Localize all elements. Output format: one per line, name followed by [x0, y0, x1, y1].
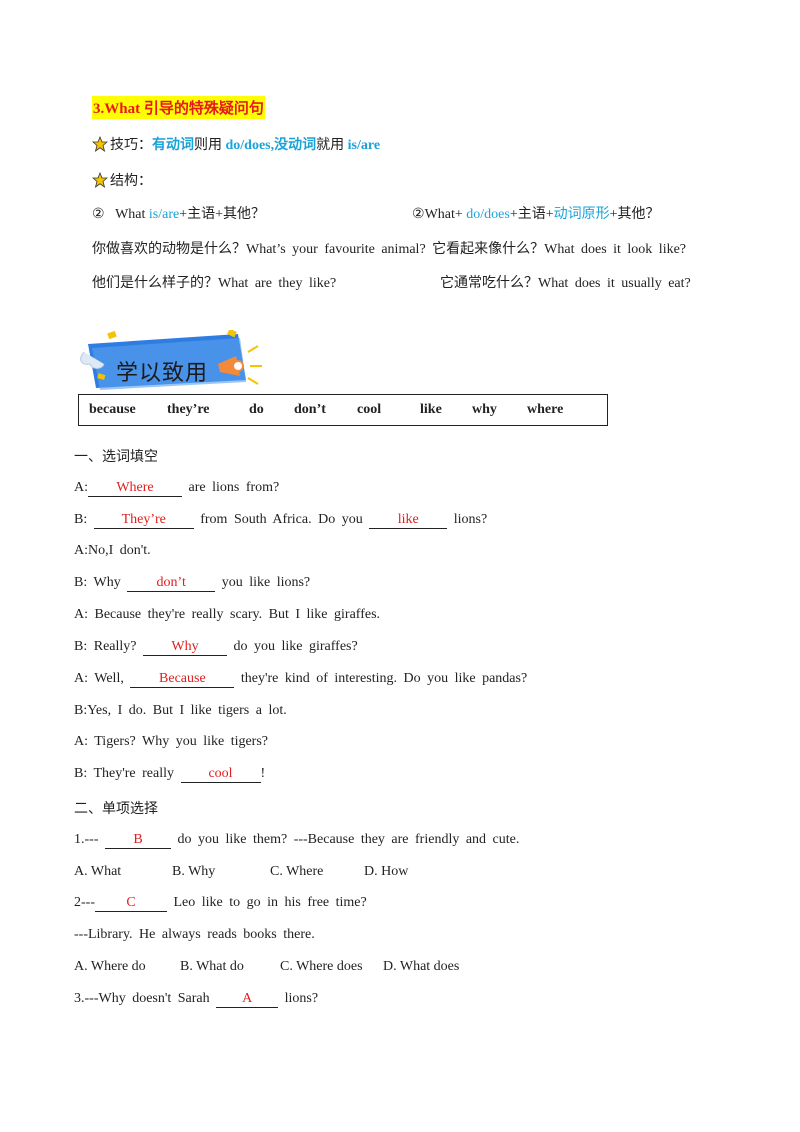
example-line-2-left: 他们是什么样子的？What are they like?: [92, 276, 337, 291]
fill-line-2: B: They’re from South Africa. Do you lik…: [74, 512, 487, 529]
fill-line-5: A: Because they're really scary. But I l…: [74, 607, 381, 622]
word-bank-item: like: [420, 402, 442, 417]
verb-base-form: 动词原形: [553, 207, 610, 222]
answer-blank: Why: [143, 639, 227, 656]
question-2-reply: ---Library. He always reads books there.: [74, 927, 315, 942]
line-prefix: B:: [74, 512, 94, 527]
what-word: What+: [424, 207, 467, 222]
answer-blank: like: [369, 512, 448, 529]
word-bank-item: they’re: [167, 402, 210, 417]
tip-is-are: is/are: [347, 138, 381, 153]
line-suffix: they're kind of interesting. Do you like…: [234, 671, 528, 686]
q1-option-a: A. What: [74, 864, 122, 879]
question-3: 3.---Why doesn't Sarah A lions?: [74, 991, 318, 1008]
question-prefix: 2---: [74, 895, 95, 910]
word-bank-item: why: [472, 402, 497, 417]
line-prefix: B: Really?: [74, 639, 143, 654]
answer-blank: cool: [180, 766, 261, 783]
banner-graphic: [80, 330, 262, 390]
word-bank-item: because: [89, 402, 136, 417]
line-suffix: !: [260, 766, 266, 781]
section-1-title: 一、选词填空: [74, 450, 158, 465]
formula-rest: +其他？: [609, 207, 660, 222]
line-suffix: do you like giraffes?: [227, 639, 358, 654]
structure-left: ② What is/are+主语+其他？: [92, 203, 265, 223]
circle-number: ②: [92, 207, 105, 222]
question-suffix: lions?: [278, 991, 319, 1006]
question-prefix: 1.---: [74, 832, 105, 847]
fill-line-6: B: Really? Why do you like giraffes?: [74, 639, 358, 656]
answer-blank: Because: [130, 671, 235, 688]
question-prefix: 3.---Why doesn't Sarah: [74, 991, 217, 1006]
tip-has-verb: 有动词: [152, 138, 194, 153]
fill-line-10: B: They're really cool!: [74, 766, 265, 783]
tip-do-does: do/does,: [225, 138, 275, 153]
formula-rest: +主语+其他？: [179, 207, 266, 222]
is-are-word: is/are: [148, 207, 180, 222]
fill-line-4: B: Why don’t you like lions?: [74, 575, 310, 592]
structure-line: 结构：: [92, 170, 152, 190]
structure-label: 结构：: [110, 174, 152, 189]
q1-option-d: D. How: [364, 864, 409, 879]
q2-option-c: C. Where does: [280, 959, 363, 974]
question-1: 1.--- B do you like them? ---Because the…: [74, 832, 519, 849]
section-heading: 3.What 引导的特殊疑问句: [92, 96, 265, 119]
q1-option-b: B. Why: [172, 864, 216, 879]
answer-blank: Where: [88, 480, 182, 497]
do-does-word: do/does: [466, 207, 510, 222]
line-prefix: B: They're really: [74, 766, 181, 781]
what-word: What: [115, 207, 149, 222]
q1-option-c: C. Where: [270, 864, 324, 879]
banner-title: 学以致用: [116, 361, 209, 386]
fill-line-1: A:Where are lions from?: [74, 480, 279, 497]
word-bank: because they’re do don’t cool like why w…: [78, 394, 608, 426]
example-line-2-right: 它通常吃什么？What does it usually eat?: [440, 276, 691, 291]
star-icon: [92, 136, 108, 152]
line-suffix: you like lions?: [215, 575, 311, 590]
answer-blank: A: [216, 991, 279, 1008]
question-suffix: Leo like to go in his free time?: [167, 895, 367, 910]
tip-use: 就用: [316, 138, 348, 153]
circle-number: ②: [412, 207, 425, 222]
line-prefix: A: Well,: [74, 671, 131, 686]
answer-blank: don’t: [127, 575, 216, 592]
answer-blank: C: [95, 895, 167, 912]
answer-blank: B: [105, 832, 171, 849]
tip-label: 技巧：: [110, 138, 152, 153]
q2-option-b: B. What do: [180, 959, 244, 974]
fill-line-7: A: Well, Because they're kind of interes…: [74, 671, 527, 688]
q2-option-a: A. Where do: [74, 959, 146, 974]
section-2-title: 二、单项选择: [74, 802, 158, 817]
star-icon: [92, 172, 108, 188]
tip-no-verb: 没动词: [274, 138, 317, 153]
line-suffix: lions?: [447, 512, 488, 527]
word-bank-item: don’t: [294, 402, 326, 417]
line-suffix: are lions from?: [188, 480, 280, 495]
fill-line-3: A:No,I don't.: [74, 543, 151, 558]
question-suffix: do you like them? ---Because they are fr…: [171, 832, 520, 847]
example-line-1: 你做喜欢的动物是什么？What’s your favourite animal?…: [92, 242, 687, 257]
tip-then-use: 则用: [194, 138, 226, 153]
answer-blank: They’re: [93, 512, 194, 529]
word-bank-item: cool: [357, 402, 382, 417]
line-prefix: A:: [74, 480, 88, 495]
word-bank-item: where: [527, 402, 564, 417]
structure-right: ②What+ do/does+主语+动词原形+其他？: [412, 203, 660, 223]
line-prefix: B: Why: [74, 575, 128, 590]
tip-line: 技巧：有动词则用 do/does,没动词就用 is/are: [92, 134, 380, 154]
formula-mid: +主语+: [509, 207, 554, 222]
fill-line-8: B:Yes, I do. But I like tigers a lot.: [74, 703, 287, 718]
word-bank-item: do: [249, 402, 264, 417]
question-2: 2---C Leo like to go in his free time?: [74, 895, 367, 912]
q2-option-d: D. What does: [383, 959, 460, 974]
fill-line-9: A: Tigers? Why you like tigers?: [74, 734, 269, 749]
line-middle: from South Africa. Do you: [193, 512, 370, 527]
